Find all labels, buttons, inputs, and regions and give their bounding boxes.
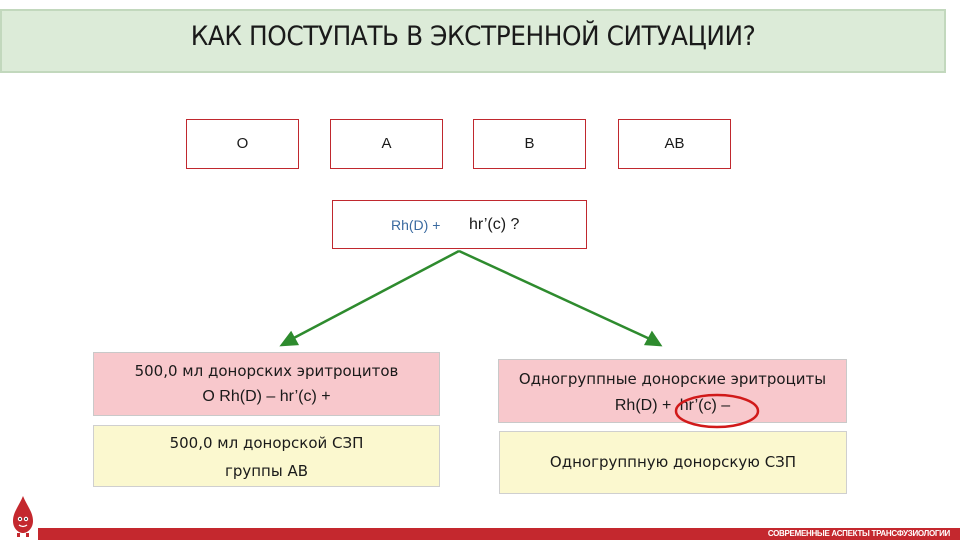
right-hr-label: hr’(c) –	[679, 397, 731, 414]
arrow-right	[458, 249, 653, 342]
hr-c-label: hr’(c) ?	[469, 216, 520, 233]
blood-group-label: B	[524, 135, 535, 152]
right-plasma-box: Одногруппную донорскую СЗП	[499, 431, 847, 494]
left-plasma-line2: группы AB	[224, 462, 309, 480]
blood-group-b-box: B	[473, 119, 586, 169]
left-erythrocytes-line2: O Rh(D) – hr’(c) +	[202, 388, 331, 405]
left-erythrocytes-box: 500,0 мл донорских эритроцитов O Rh(D) –…	[93, 352, 440, 416]
blood-group-o-box: O	[186, 119, 299, 169]
blood-group-a-box: A	[330, 119, 443, 169]
right-plasma-line1: Одногруппную донорскую СЗП	[549, 453, 797, 471]
rh-d-label: Rh(D) +	[391, 217, 441, 233]
blood-group-label: O	[236, 135, 249, 152]
right-erythrocytes-line1: Одногруппные донорские эритроциты	[518, 370, 827, 388]
blood-group-label: AB	[664, 135, 685, 152]
highlight-ellipse	[674, 393, 760, 429]
arrow-left-head	[279, 330, 300, 347]
rh-phenotype-box: Rh(D) + hr’(c) ?	[332, 200, 587, 249]
left-plasma-box: 500,0 мл донорской СЗП группы AB	[93, 425, 440, 487]
blood-group-ab-box: AB	[618, 119, 731, 169]
arrow-right-head	[643, 330, 663, 347]
page-title: КАК ПОСТУПАТЬ В ЭКСТРЕННОЙ СИТУАЦИИ?	[190, 21, 756, 52]
footer-bar: СОВРЕМЕННЫЕ АСПЕКТЫ ТРАНСФУЗИОЛОГИИ	[38, 528, 960, 540]
left-plasma-line1: 500,0 мл донорской СЗП	[169, 434, 364, 452]
right-erythrocytes-box: Одногруппные донорские эритроциты Rh(D) …	[498, 359, 847, 423]
blood-drop-mascot-icon	[13, 496, 33, 537]
left-erythrocytes-line1: 500,0 мл донорских эритроцитов	[134, 362, 399, 380]
footer-text: СОВРЕМЕННЫЕ АСПЕКТЫ ТРАНСФУЗИОЛОГИИ	[767, 529, 950, 538]
arrow-left	[289, 249, 460, 342]
right-rh-label: Rh(D) +	[614, 397, 672, 414]
blood-group-label: A	[381, 135, 392, 152]
title-bar	[0, 9, 946, 73]
